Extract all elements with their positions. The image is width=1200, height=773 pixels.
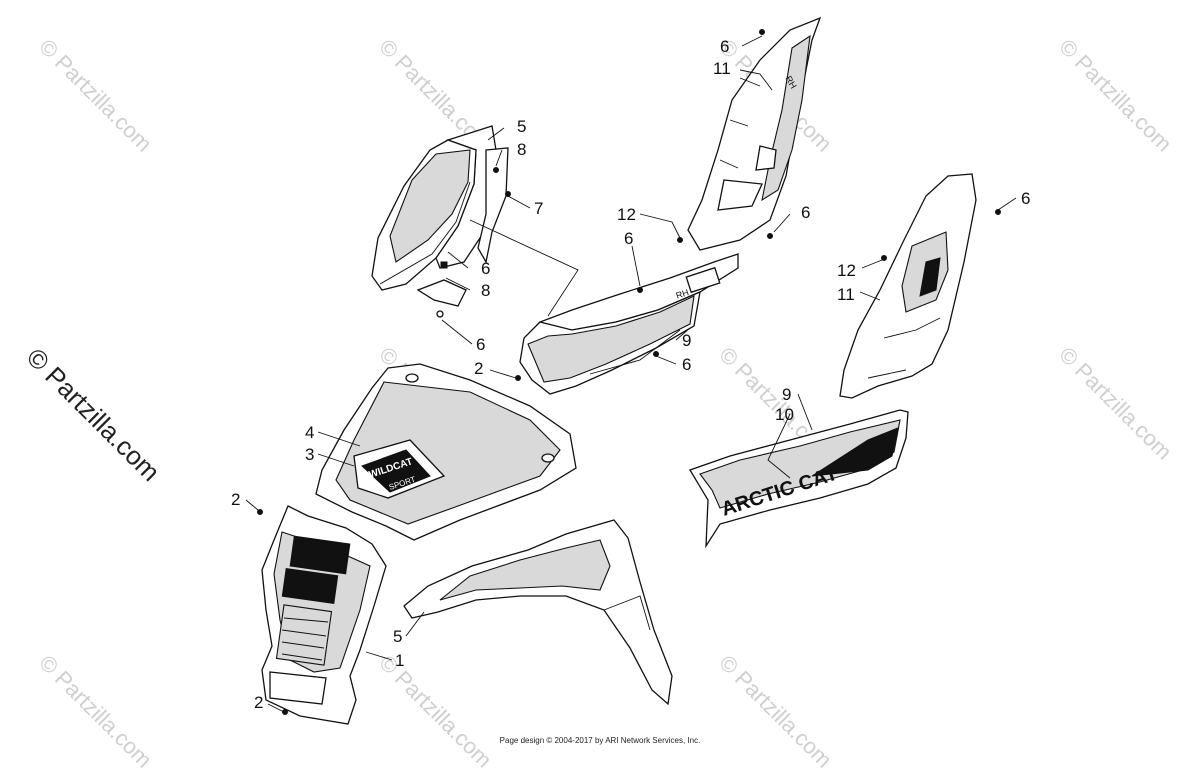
callout-12: 12 — [617, 205, 636, 224]
center-step-panel — [519, 253, 739, 395]
callout-8: 8 — [481, 281, 491, 300]
front-fender — [403, 519, 673, 706]
arctic-cat-side-panel: ARCTIC CAT — [689, 409, 909, 549]
callout-11: 11 — [837, 285, 855, 304]
front-grille — [261, 505, 387, 725]
parts-diagram: © Partzilla.com © Partzilla.com © Partzi… — [21, 16, 1177, 773]
exploded-view-drawing: ARCTIC CAT WILDCAT SPORT — [245, 16, 1017, 725]
footer-copyright: Page design © 2004-2017 by ARI Network S… — [499, 736, 701, 745]
left-side-cover — [371, 125, 509, 318]
callout-11: 11 — [713, 59, 731, 78]
callout-6: 6 — [1021, 189, 1031, 208]
callout-9: 9 — [682, 331, 692, 350]
upper-right-panel — [687, 16, 822, 251]
far-right-panel — [839, 173, 977, 399]
callout-4: 4 — [305, 423, 315, 442]
callout-2: 2 — [474, 359, 484, 378]
callout-2: 2 — [231, 490, 241, 509]
callout-7: 7 — [534, 199, 544, 218]
hood: WILDCAT SPORT — [315, 363, 577, 541]
callout-6: 6 — [624, 229, 634, 248]
callout-10: 10 — [775, 405, 794, 424]
callout-9: 9 — [782, 385, 792, 404]
callout-2: 2 — [254, 693, 264, 712]
callout-6: 6 — [476, 335, 486, 354]
callout-12: 12 — [837, 261, 856, 280]
callout-1: 1 — [395, 651, 405, 670]
callout-6: 6 — [801, 203, 811, 222]
callout-6: 6 — [481, 259, 491, 278]
callout-8: 8 — [517, 140, 527, 159]
callout-6: 6 — [682, 355, 692, 374]
callout-6: 6 — [720, 37, 730, 56]
callout-3: 3 — [305, 445, 315, 464]
callout-5: 5 — [517, 117, 527, 136]
callout-5: 5 — [393, 627, 403, 646]
